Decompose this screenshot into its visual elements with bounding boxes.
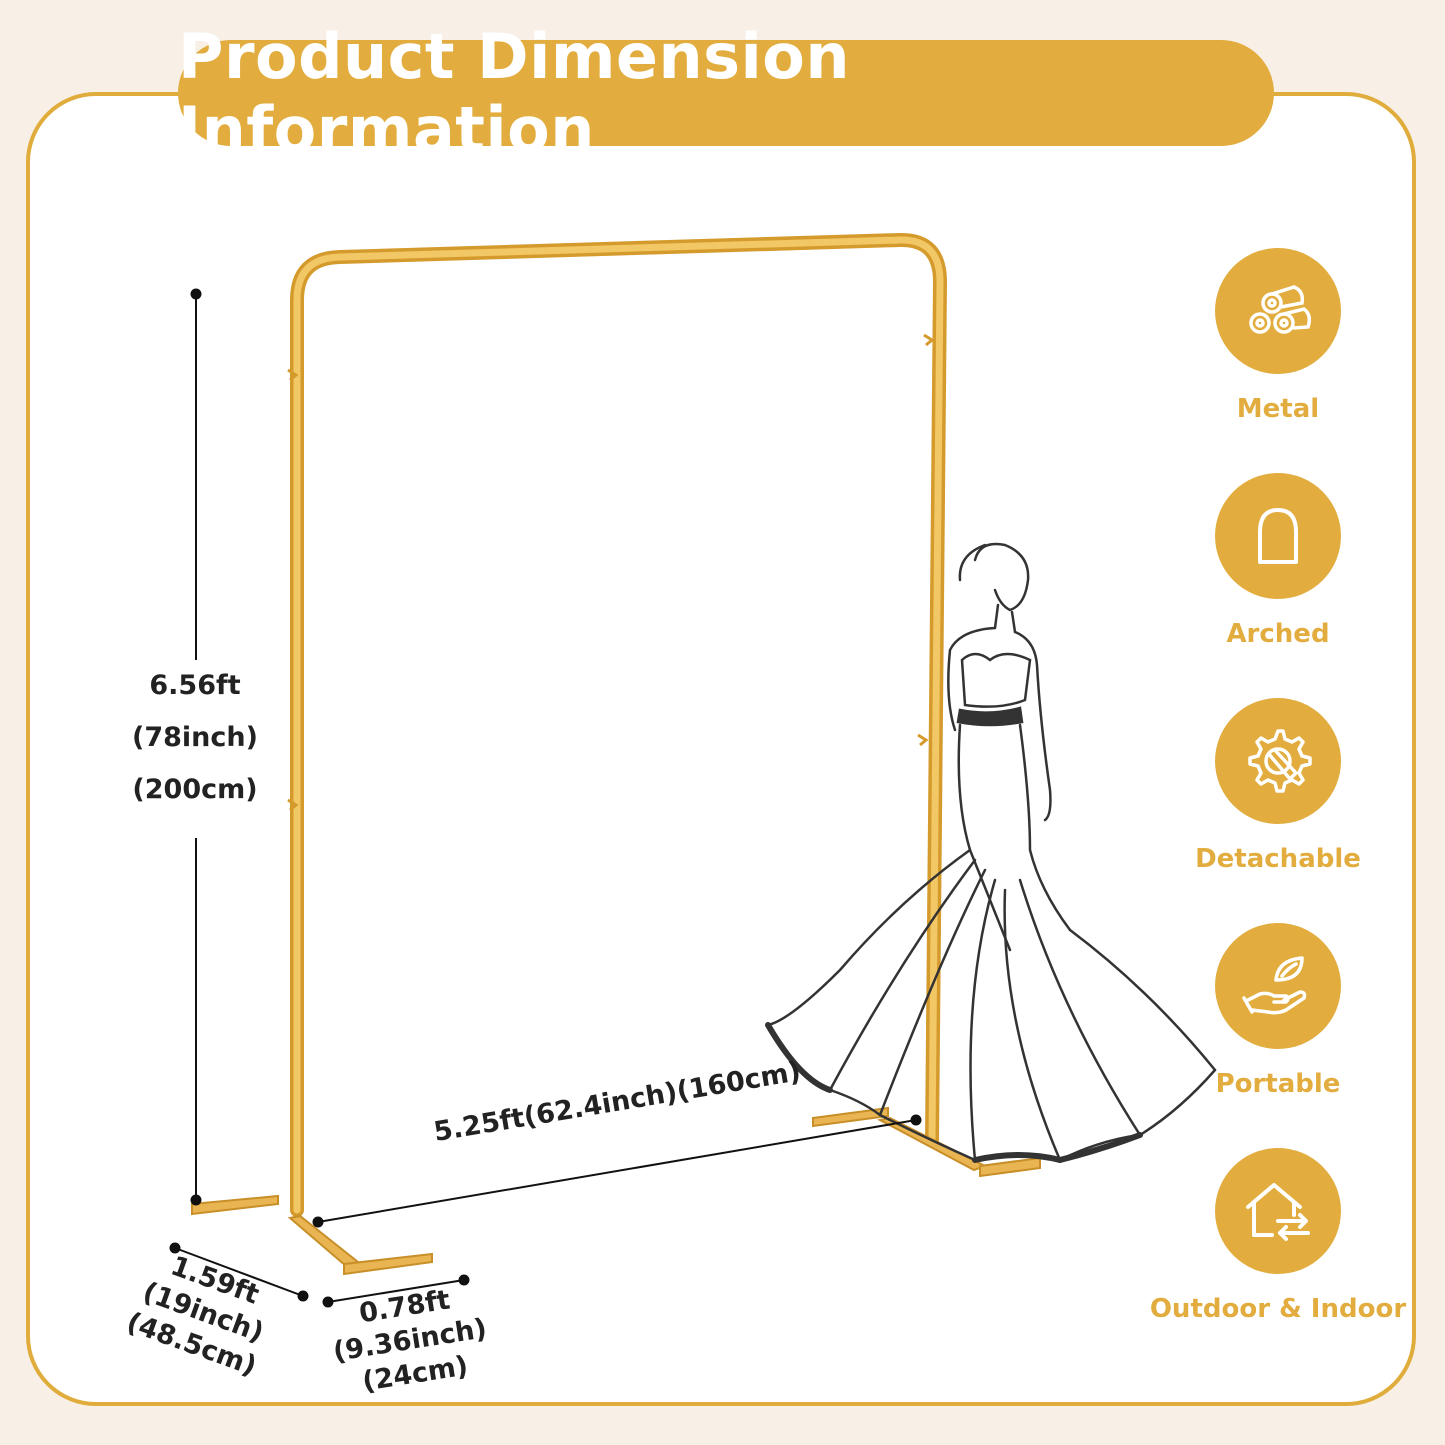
feature-outdoor-indoor: Outdoor & Indoor: [1138, 1148, 1418, 1324]
feature-label: Outdoor & Indoor: [1149, 1294, 1407, 1324]
feature-label: Detachable: [1195, 844, 1361, 874]
feature-arched: Arched: [1138, 473, 1418, 649]
house-arrows-icon: [1215, 1148, 1341, 1274]
feature-detachable: Detachable: [1138, 698, 1418, 874]
arch-frame: [290, 233, 947, 1217]
dimension-lines: [169, 288, 922, 1308]
content-card: [26, 92, 1416, 1406]
metal-pipes-icon: [1215, 248, 1341, 374]
bride-sketch: [765, 542, 1217, 1163]
arch-icon: [1215, 473, 1341, 599]
hand-leaf-icon: [1215, 923, 1341, 1049]
height-dimension-label: 6.56ft (78inch) (200cm): [120, 660, 270, 816]
frame-bases: [191, 1106, 1041, 1276]
frame-hooks: [287, 333, 935, 812]
feature-metal: Metal: [1138, 248, 1418, 424]
height-ft: 6.56ft: [149, 670, 241, 701]
gear-wrench-icon: [1215, 698, 1341, 824]
feature-portable: Portable: [1138, 923, 1418, 1099]
feature-label: Arched: [1226, 619, 1330, 649]
feature-label: Portable: [1215, 1069, 1341, 1099]
height-inch: (78inch): [132, 722, 258, 753]
height-cm: (200cm): [132, 774, 258, 805]
feature-label: Metal: [1236, 394, 1320, 424]
